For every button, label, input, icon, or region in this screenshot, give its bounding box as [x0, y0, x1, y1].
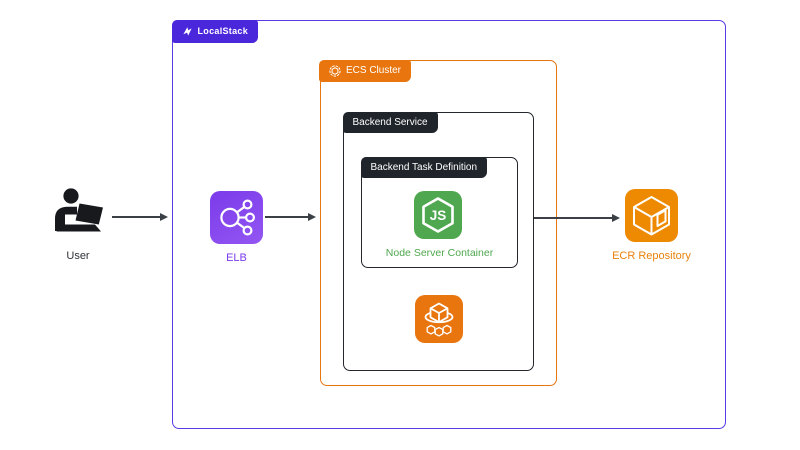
localstack-label: LocalStack [197, 26, 249, 36]
nodejs-hexagon-icon: JS [422, 197, 454, 233]
ecr-repository-label: ECR Repository [612, 250, 691, 262]
backend-task-definition-badge: Backend Task Definition [360, 156, 488, 178]
localstack-badge: LocalStack [171, 19, 259, 43]
hexagon-cluster-icon [329, 64, 341, 77]
ecs-service-tile [415, 295, 463, 343]
ecs-cluster-label: ECS Cluster [346, 65, 402, 76]
user-label: User [66, 250, 90, 262]
arrow-elb-to-ecs-cluster [265, 212, 316, 221]
backend-task-definition-label: Backend Task Definition [370, 161, 478, 173]
ecs-cluster-boundary-box [319, 60, 557, 386]
ecr-cube-icon [633, 196, 670, 236]
backend-service-badge: Backend Service [342, 111, 438, 133]
localstack-logo-icon [182, 26, 192, 36]
elb-tile [210, 191, 263, 244]
localstack-boundary-box [171, 20, 726, 429]
nodejs-js-text: JS [430, 208, 447, 223]
node-server-container-label: Node Server Container [385, 247, 494, 259]
arrow-backend-service-to-ecr [534, 213, 620, 222]
ecr-repository-tile [625, 189, 678, 242]
load-balancer-icon [220, 199, 255, 236]
ecs-containers-icon [424, 302, 454, 337]
elb-label: ELB [226, 252, 247, 264]
arrow-user-to-localstack [112, 212, 168, 221]
person-at-laptop-icon [55, 188, 103, 232]
node-server-tile: JS [414, 191, 462, 239]
ecs-cluster-badge: ECS Cluster [319, 59, 412, 82]
backend-service-label: Backend Service [352, 116, 428, 128]
